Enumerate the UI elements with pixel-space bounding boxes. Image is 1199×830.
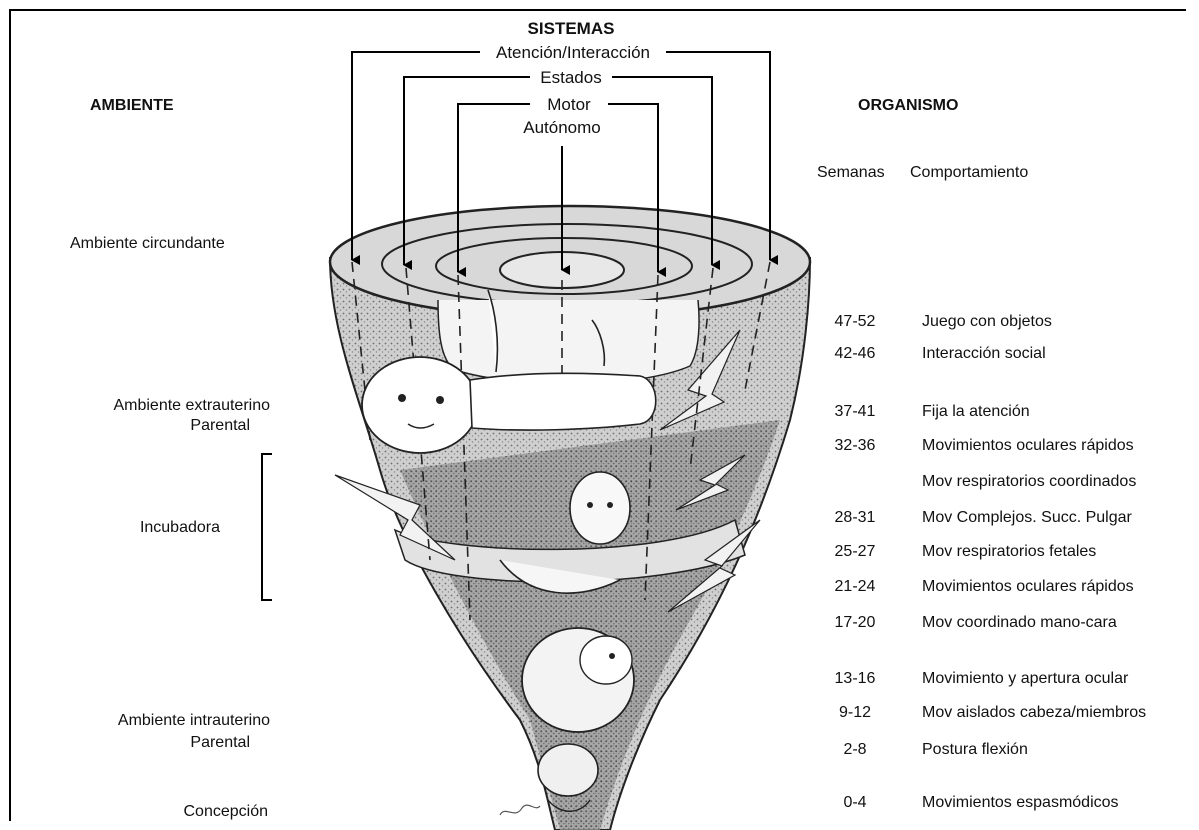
- system-label-states: Estados: [536, 69, 605, 86]
- timeline-row: 13-16 Movimiento y apertura ocular: [0, 670, 1199, 690]
- ambiente-heading: AMBIENTE: [90, 98, 174, 114]
- timeline-weeks: 17-20: [830, 614, 880, 632]
- timeline-behavior: Mov respiratorios fetales: [922, 543, 1096, 561]
- timeline-weeks: 32-36: [830, 437, 880, 455]
- timeline-weeks: 37-41: [830, 403, 880, 421]
- timeline-behavior: Interacción social: [922, 345, 1046, 363]
- system-label-attention: Atención/Interacción: [492, 44, 654, 61]
- sistemas-heading: SISTEMAS: [528, 20, 615, 37]
- timeline-weeks: 21-24: [830, 578, 880, 596]
- timeline-behavior: Movimientos oculares rápidos: [922, 578, 1134, 596]
- timeline-weeks: 9-12: [830, 704, 880, 722]
- semanas-header: Semanas: [817, 165, 885, 181]
- timeline-behavior: Fija la atención: [922, 403, 1030, 421]
- timeline-row: 37-41 Fija la atención: [0, 403, 1199, 423]
- timeline-behavior: Mov respiratorios coordinados: [922, 473, 1136, 491]
- timeline-weeks: 0-4: [830, 794, 880, 812]
- timeline-row: 17-20 Mov coordinado mano-cara: [0, 614, 1199, 634]
- timeline-row: 42-46 Interacción social: [0, 345, 1199, 365]
- system-label-motor: Motor: [543, 96, 594, 113]
- timeline-behavior: Mov coordinado mano-cara: [922, 614, 1117, 632]
- timeline-row: 0-4 Movimientos espasmódicos: [0, 794, 1199, 814]
- timeline-behavior: Movimientos oculares rápidos: [922, 437, 1134, 455]
- comportamiento-header: Comportamiento: [910, 165, 1028, 181]
- env-circundante: Ambiente circundante: [70, 236, 270, 252]
- timeline-row: 21-24 Movimientos oculares rápidos: [0, 578, 1199, 598]
- timeline-weeks: 2-8: [830, 741, 880, 759]
- timeline-row: 2-8 Postura flexión: [0, 741, 1199, 761]
- timeline-behavior: Juego con objetos: [922, 313, 1052, 331]
- timeline-row: 25-27 Mov respiratorios fetales: [0, 543, 1199, 563]
- timeline-weeks: 47-52: [830, 313, 880, 331]
- timeline-weeks: 28-31: [830, 509, 880, 527]
- timeline-behavior: Movimientos espasmódicos: [922, 794, 1119, 812]
- timeline-row: 47-52 Juego con objetos: [0, 313, 1199, 333]
- organismo-heading: ORGANISMO: [858, 98, 958, 114]
- timeline-behavior: Mov Complejos. Succ. Pulgar: [922, 509, 1132, 527]
- timeline-behavior: Mov aislados cabeza/miembros: [922, 704, 1146, 722]
- timeline-row: Mov respiratorios coordinados: [0, 473, 1199, 493]
- timeline-behavior: Postura flexión: [922, 741, 1028, 759]
- timeline-weeks: 42-46: [830, 345, 880, 363]
- timeline-row: 28-31 Mov Complejos. Succ. Pulgar: [0, 509, 1199, 529]
- timeline-weeks: 25-27: [830, 543, 880, 561]
- timeline-row: 32-36 Movimientos oculares rápidos: [0, 437, 1199, 457]
- timeline-row: 9-12 Mov aislados cabeza/miembros: [0, 704, 1199, 724]
- system-label-autonomic: Autónomo: [519, 119, 605, 136]
- timeline-behavior: Movimiento y apertura ocular: [922, 670, 1128, 688]
- timeline-weeks: 13-16: [830, 670, 880, 688]
